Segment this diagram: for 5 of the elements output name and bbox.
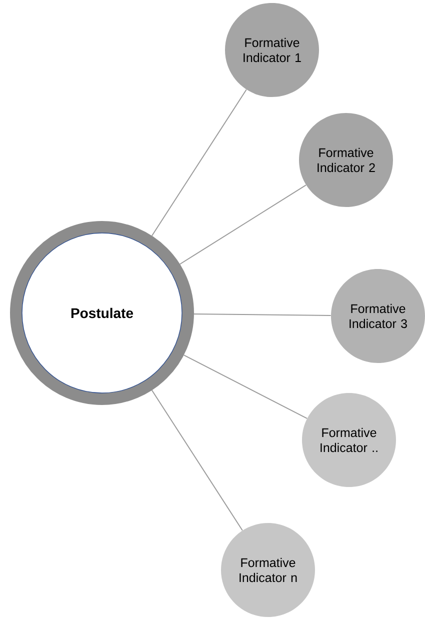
connector-line bbox=[151, 89, 247, 236]
connector-line bbox=[194, 314, 332, 316]
connector-line bbox=[151, 390, 243, 531]
connector-line bbox=[183, 354, 308, 419]
connector-line bbox=[179, 184, 306, 265]
